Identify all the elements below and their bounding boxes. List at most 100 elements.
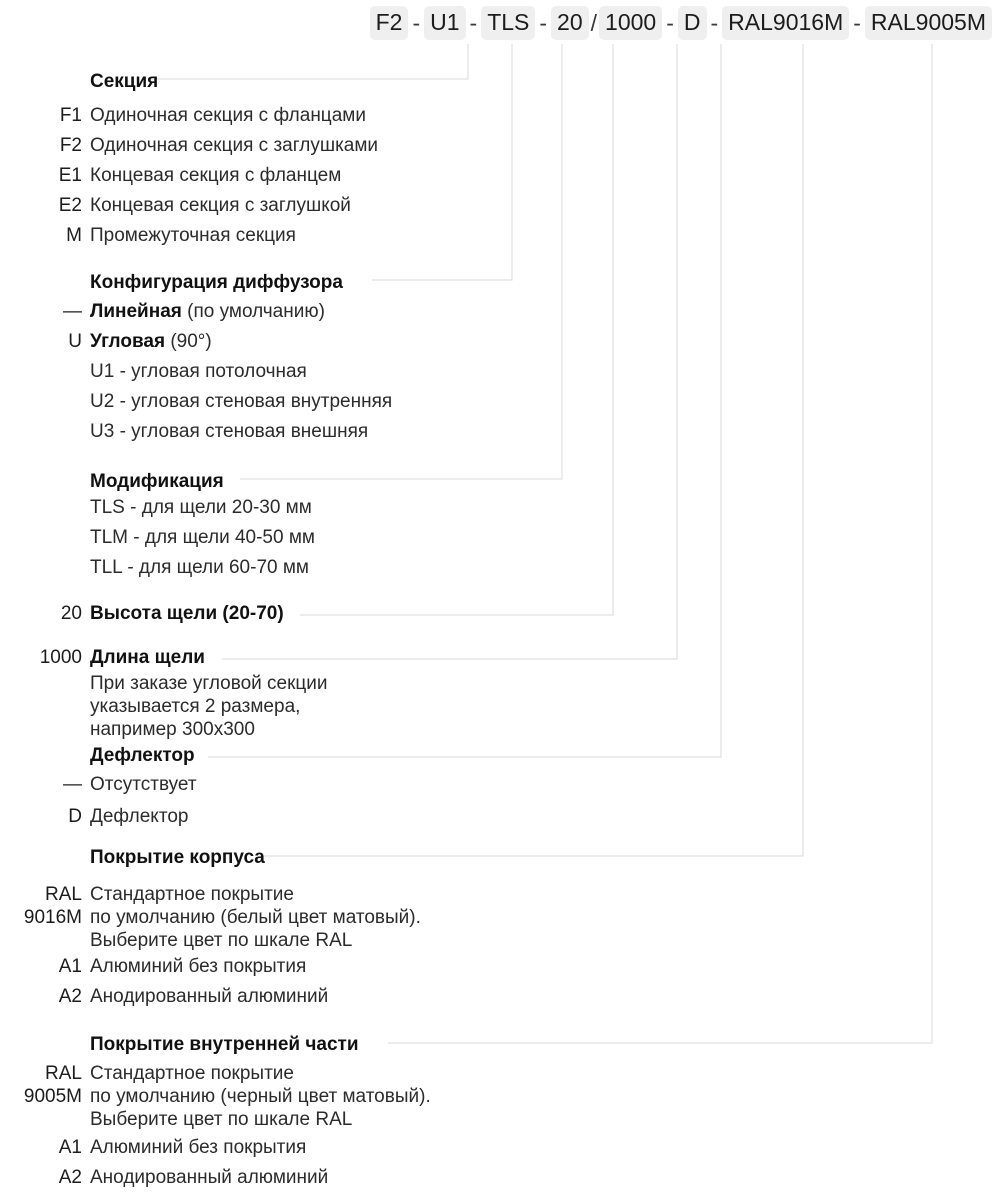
option-label: Одиночная секция с фланцами xyxy=(90,105,366,126)
option-row-housing-a2[interactable]: A2 Анодированный алюминий xyxy=(0,985,328,1009)
option-row-inner-a1[interactable]: A1 Алюминий без покрытия xyxy=(0,1136,307,1160)
sub-option-label: TLL - для щели 60-70 мм xyxy=(90,557,309,578)
option-line: по умолчанию (белый цвет матовый). xyxy=(90,907,421,928)
section-title: Секция xyxy=(90,71,159,92)
code-token-slot-height[interactable]: 20 xyxy=(551,6,589,40)
option-code: D xyxy=(68,806,82,827)
section-heading-section: Секция xyxy=(0,70,158,94)
section-code: 20 xyxy=(60,603,82,624)
sub-option-tls[interactable]: TLS - для щели 20-30 мм xyxy=(0,496,312,520)
option-row-linear[interactable]: — Линейная (по умолчанию) xyxy=(0,300,325,324)
section-heading-modification: Модификация xyxy=(0,470,224,494)
code-token-configuration[interactable]: U1 xyxy=(424,6,466,40)
option-row-housing-ral-code2: 9016M по умолчанию (белый цвет матовый). xyxy=(0,906,421,930)
option-label: Дефлектор xyxy=(90,806,189,827)
option-row-f1[interactable]: F1 Одиночная секция с фланцами xyxy=(0,104,366,128)
option-row-housing-ral[interactable]: RAL Стандартное покрытие xyxy=(0,883,294,907)
section-heading-slot-length: 1000 Длина щели xyxy=(0,646,205,670)
option-row-inner-ral-line3: Выберите цвет по шкале RAL xyxy=(0,1108,352,1132)
section-heading-housing-coating: Покрытие корпуса xyxy=(0,846,265,870)
sub-option-u3[interactable]: U3 - угловая стеновая внешняя xyxy=(0,420,368,444)
option-line: Выберите цвет по шкале RAL xyxy=(90,930,353,951)
option-line: Стандартное покрытие xyxy=(90,1063,294,1084)
option-code-secondary: 9005M xyxy=(23,1086,82,1107)
wire-configuration xyxy=(372,44,513,281)
section-title: Конфигурация диффузора xyxy=(90,272,343,293)
option-label: Отсутствует xyxy=(90,774,197,795)
option-code: M xyxy=(66,225,82,246)
option-label: Анодированный алюминий xyxy=(90,986,329,1007)
code-separator: - xyxy=(666,10,674,36)
option-label: Промежуточная секция xyxy=(90,225,296,246)
section-code: 1000 xyxy=(39,647,82,668)
code-slash: / xyxy=(590,10,598,36)
option-row-angular[interactable]: U Угловая (90°) xyxy=(0,330,211,354)
code-token-deflector[interactable]: D xyxy=(677,6,707,40)
slot-length-note-line-1: При заказе угловой секции xyxy=(0,672,328,696)
slot-length-note-line-2: указывается 2 размера, xyxy=(0,695,300,719)
option-row-inner-a2[interactable]: A2 Анодированный алюминий xyxy=(0,1166,328,1190)
option-code: RAL xyxy=(45,884,82,905)
option-row-m[interactable]: M Промежуточная секция xyxy=(0,224,296,248)
option-label: Линейная xyxy=(90,301,182,322)
sub-option-u2[interactable]: U2 - угловая стеновая внутренняя xyxy=(0,390,392,414)
option-code: RAL xyxy=(45,1063,82,1084)
code-separator: - xyxy=(853,10,861,36)
option-row-housing-a1[interactable]: A1 Алюминий без покрытия xyxy=(0,955,307,979)
option-label: Концевая секция с заглушкой xyxy=(90,195,351,216)
sub-option-tll[interactable]: TLL - для щели 60-70 мм xyxy=(0,556,309,580)
option-row-housing-ral-line3: Выберите цвет по шкале RAL xyxy=(0,929,352,953)
option-code: — xyxy=(63,301,82,322)
option-label: Алюминий без покрытия xyxy=(90,1137,307,1158)
option-code: A2 xyxy=(58,986,82,1007)
code-token-inner-coating[interactable]: RAL9005M xyxy=(864,6,992,40)
option-code: — xyxy=(63,774,82,795)
code-token-section[interactable]: F2 xyxy=(369,6,409,40)
option-code-secondary: 9016M xyxy=(23,907,82,928)
option-code: E1 xyxy=(58,165,82,186)
code-separator: - xyxy=(539,10,548,36)
option-row-inner-ral-code2: 9005M по умолчанию (черный цвет матовый)… xyxy=(0,1085,431,1109)
sub-option-label: TLS - для щели 20-30 мм xyxy=(90,497,312,518)
sub-option-label: U2 - угловая стеновая внутренняя xyxy=(90,391,393,412)
code-token-slot-length[interactable]: 1000 xyxy=(599,6,663,40)
option-row-inner-ral[interactable]: RAL Стандартное покрытие xyxy=(0,1062,294,1086)
section-heading-deflector: Дефлектор xyxy=(0,744,195,768)
code-separator: - xyxy=(412,10,421,36)
note-line: При заказе угловой секции xyxy=(90,673,328,694)
sub-option-u1[interactable]: U1 - угловая потолочная xyxy=(0,360,307,384)
code-token-housing-coating[interactable]: RAL9016M xyxy=(722,6,850,40)
option-line: Стандартное покрытие xyxy=(90,884,294,905)
option-row-e1[interactable]: E1 Концевая секция с фланцем xyxy=(0,164,342,188)
wire-section xyxy=(148,44,469,80)
option-code: A1 xyxy=(58,1137,82,1158)
option-code: U xyxy=(68,331,82,352)
option-row-f2[interactable]: F2 Одиночная секция с заглушками xyxy=(0,134,378,158)
section-title: Покрытие корпуса xyxy=(90,847,265,868)
section-title: Модификация xyxy=(90,471,224,492)
option-code: A2 xyxy=(58,1167,82,1188)
option-label: Концевая секция с фланцем xyxy=(90,165,342,186)
section-heading-configuration: Конфигурация диффузора xyxy=(0,271,343,295)
section-title: Высота щели (20-70) xyxy=(90,603,284,624)
option-code: F1 xyxy=(59,105,82,126)
code-separator: - xyxy=(710,10,719,36)
option-line: Выберите цвет по шкале RAL xyxy=(90,1109,353,1130)
option-code: A1 xyxy=(58,956,82,977)
code-separator: - xyxy=(469,10,478,36)
wire-slot-height xyxy=(300,44,614,616)
product-code-line: F2 - U1 - TLS - 20 / 1000 - D - RAL9016M… xyxy=(0,6,992,40)
code-token-modification[interactable]: TLS xyxy=(481,6,536,40)
sub-option-label: U1 - угловая потолочная xyxy=(90,361,307,382)
note-line: например 300х300 xyxy=(90,719,255,740)
option-row-e2[interactable]: E2 Концевая секция с заглушкой xyxy=(0,194,351,218)
section-heading-slot-height: 20 Высота щели (20-70) xyxy=(0,602,284,626)
sub-option-label: U3 - угловая стеновая внешняя xyxy=(90,421,369,442)
wire-inner-coating xyxy=(388,44,933,1044)
option-row-no-deflector[interactable]: — Отсутствует xyxy=(0,773,197,797)
note-line: указывается 2 размера, xyxy=(90,696,301,717)
sub-option-tlm[interactable]: TLM - для щели 40-50 мм xyxy=(0,526,315,550)
option-row-deflector[interactable]: D Дефлектор xyxy=(0,805,188,829)
option-label: Алюминий без покрытия xyxy=(90,956,307,977)
section-title: Дефлектор xyxy=(90,745,195,766)
